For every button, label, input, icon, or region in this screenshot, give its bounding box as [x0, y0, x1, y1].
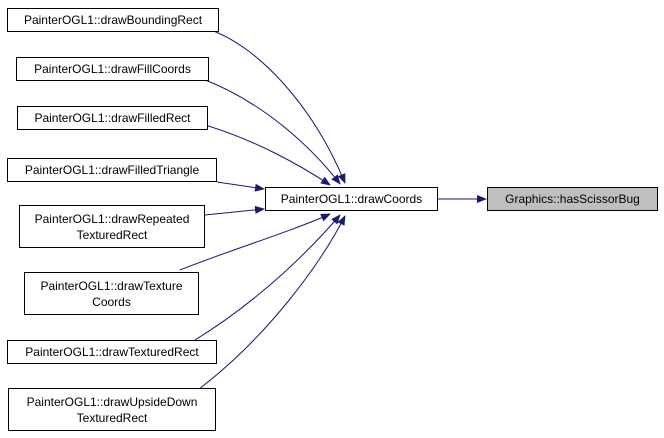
edge-drawUpsideDownTexturedRect [194, 215, 346, 393]
node-drawUpsideDownTexturedRect[interactable]: PainterOGL1::drawUpsideDown TexturedRect [8, 388, 216, 431]
edge-drawFilledTriangle [216, 181, 265, 192]
node-drawCoords[interactable]: PainterOGL1::drawCoords [265, 187, 438, 211]
node-drawRepeatedTexturedRect[interactable]: PainterOGL1::drawRepeated TexturedRect [19, 205, 205, 248]
edge-drawTexturedRect [194, 214, 341, 341]
edge-drawFillCoords [199, 77, 341, 185]
node-drawBoundingRect[interactable]: PainterOGL1::drawBoundingRect [7, 8, 219, 32]
node-drawTexturedRect[interactable]: PainterOGL1::drawTexturedRect [7, 340, 217, 364]
edge-drawRepeatedTexturedRect [204, 205, 265, 216]
edge-drawBoundingRect [204, 27, 346, 184]
node-drawFilledTriangle[interactable]: PainterOGL1::drawFilledTriangle [7, 158, 217, 182]
node-drawFilledRect[interactable]: PainterOGL1::drawFilledRect [17, 106, 208, 130]
edge-drawTextureCoords [179, 213, 331, 271]
node-hasScissorBug[interactable]: Graphics::hasScissorBug [487, 187, 658, 211]
node-drawTextureCoords[interactable]: PainterOGL1::drawTexture Coords [24, 272, 199, 315]
edge-drawFilledRect [204, 124, 331, 186]
node-drawFillCoords[interactable]: PainterOGL1::drawFillCoords [16, 57, 209, 81]
